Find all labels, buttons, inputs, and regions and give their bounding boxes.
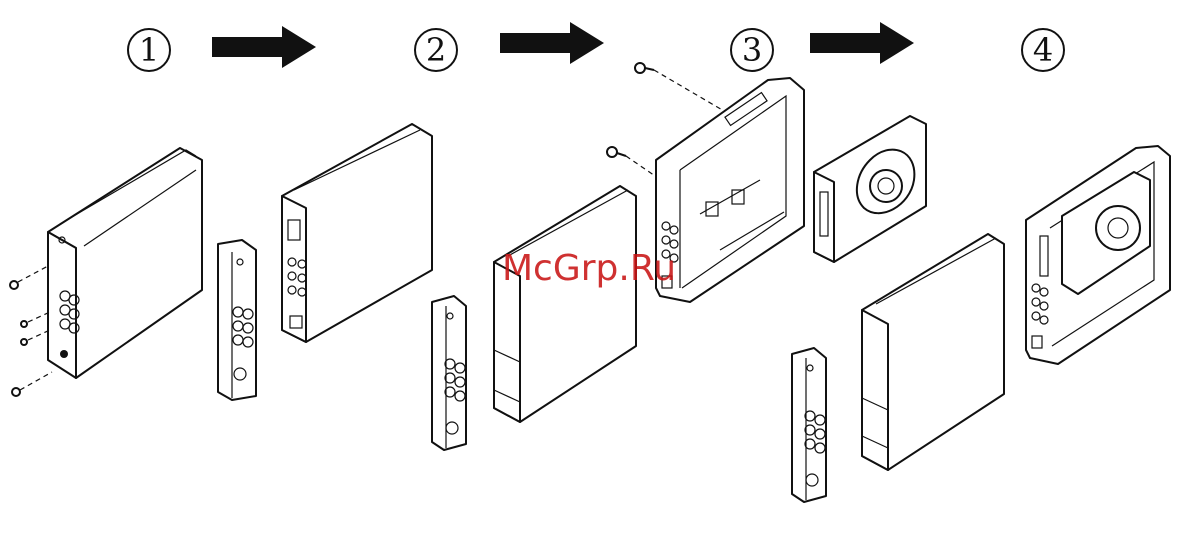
step2-unit [282,124,432,342]
step3-chassis [656,78,804,302]
step3-drive [814,116,926,262]
step1-assembled-unit [48,148,202,378]
arrow-2-to-3 [500,22,604,64]
step4-chassis [1026,146,1170,364]
arrow-1-to-2 [212,26,316,68]
step2-shell [494,186,636,422]
step1-screws [10,266,52,396]
step2-front-panel [432,296,466,450]
arrow-3-to-4 [810,22,914,64]
step4-shell [862,234,1004,470]
step1-front-panel [218,240,256,400]
step4-front-panel [792,348,826,502]
watermark-text: McGrp.Ru [502,248,676,289]
